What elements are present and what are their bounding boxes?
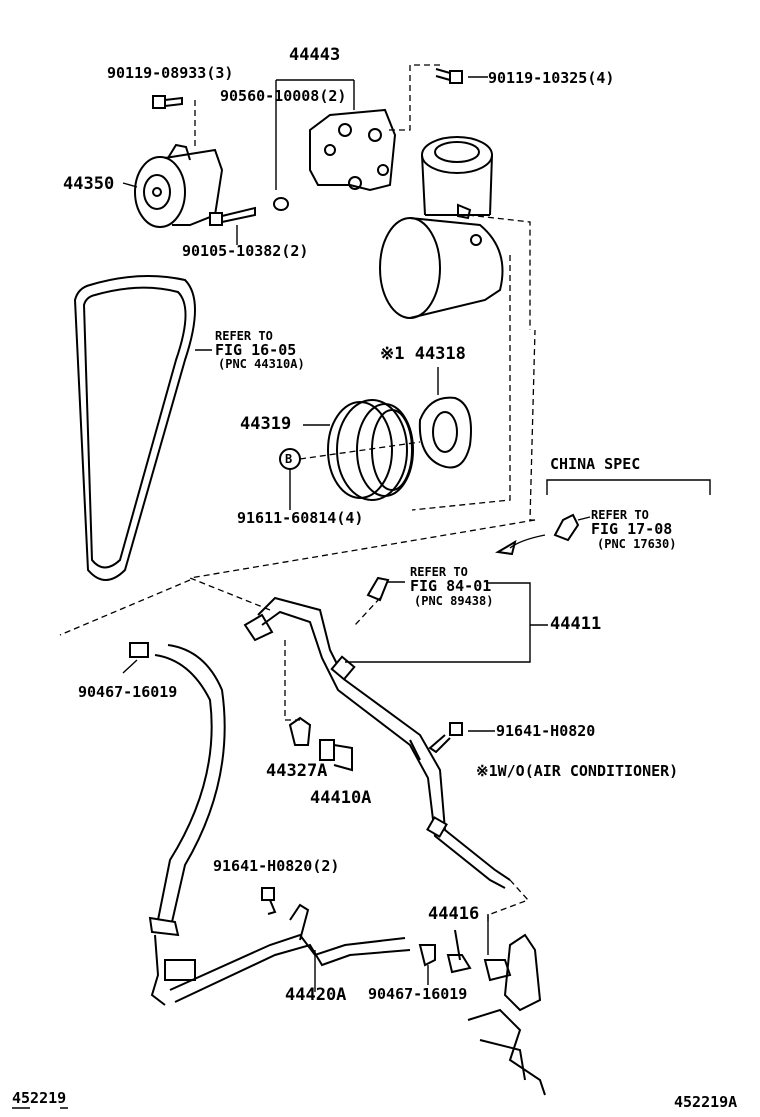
dashed-44416 [487, 879, 530, 925]
arrow-indicator [495, 534, 546, 556]
pressure-switch [366, 576, 405, 602]
return-tube-44420a [164, 903, 411, 1003]
label-44416: 44416 [428, 904, 480, 924]
refer3-line2: FIG 84-01 [410, 577, 492, 595]
label-44443: 44443 [289, 45, 341, 65]
label-circle-b: B [285, 452, 293, 466]
clip-44327a [288, 716, 312, 746]
refer1-line3: (PNC 44310A) [218, 357, 305, 371]
label-90105-10382: 90105-10382(2) [182, 242, 309, 260]
dashed-44327 [284, 640, 300, 721]
leader-90119-10325 [385, 64, 440, 131]
refer1-line1: REFER TO [215, 329, 273, 343]
label-44350: 44350 [63, 174, 115, 194]
refer2-line2: FIG 17-08 [591, 520, 673, 538]
idler-pulley-44350 [122, 143, 224, 228]
refer3-line1: REFER TO [410, 565, 468, 579]
label-91611-60814: 91611-60814(4) [237, 509, 364, 527]
steering-gear [467, 933, 546, 1096]
pump-dashed-outline-2 [529, 329, 536, 521]
label-90119-08933: 90119-08933(3) [107, 64, 234, 82]
label-44420a: 44420A [285, 985, 347, 1005]
label-44318: ※1 44318 [380, 344, 466, 364]
label-44319: 44319 [240, 414, 292, 434]
drive-belt [73, 275, 212, 581]
leader-44443 [275, 79, 355, 190]
power-steering-pump [379, 136, 504, 319]
dashed-reservoir-line [59, 579, 191, 636]
gasket-44318 [418, 367, 472, 469]
note-wo-air-conditioner: ※1W/O(AIR CONDITIONER) [476, 762, 679, 780]
china-spec-bracket [546, 479, 711, 495]
return-hose-left [122, 642, 226, 1006]
label-90467-16019-a: 90467-16019 [78, 683, 178, 701]
refer2-line3: (PNC 17630) [597, 537, 677, 551]
footer-left-code: 452219 [12, 1089, 67, 1107]
footer-right-code: 452219A [674, 1093, 738, 1111]
bolt-90119-10325 [435, 68, 463, 84]
label-44411: 44411 [550, 614, 602, 634]
refer3-line3: (PNC 89438) [414, 594, 494, 608]
leader-circle-b [299, 441, 421, 460]
pump-dashed-outline [411, 214, 531, 511]
dashed-switch-link-2 [354, 597, 381, 626]
pulley-44319 [303, 399, 414, 501]
label-90467-16019-b: 90467-16019 [368, 985, 468, 1003]
refer2-line1: REFER TO [591, 508, 649, 522]
label-90119-10325: 90119-10325(4) [488, 69, 615, 87]
refer1-line2: FIG 16-05 [215, 341, 297, 359]
bolt-91641-h0820-2 [261, 887, 277, 915]
bolt-90105-10382 [209, 206, 256, 245]
spacer-90560 [273, 197, 289, 211]
bolt-91641-h0820 [428, 722, 495, 754]
label-90560-10008: 90560-10008(2) [220, 87, 347, 105]
bracket-44443 [309, 108, 397, 192]
label-44410a: 44410A [310, 788, 372, 808]
bolt-90119-08933 [152, 95, 183, 109]
china-spec-label: CHINA SPEC [550, 455, 641, 473]
label-91641-h0820-2: 91641-H0820(2) [213, 857, 340, 875]
label-91641-h0820: 91641-H0820 [496, 722, 596, 740]
label-44327a: 44327A [266, 761, 328, 781]
clip-90467-16019-b [418, 944, 436, 985]
union-bolt-44410a [319, 739, 353, 772]
leader-44411 [345, 582, 548, 663]
switch-china-spec [553, 513, 591, 542]
